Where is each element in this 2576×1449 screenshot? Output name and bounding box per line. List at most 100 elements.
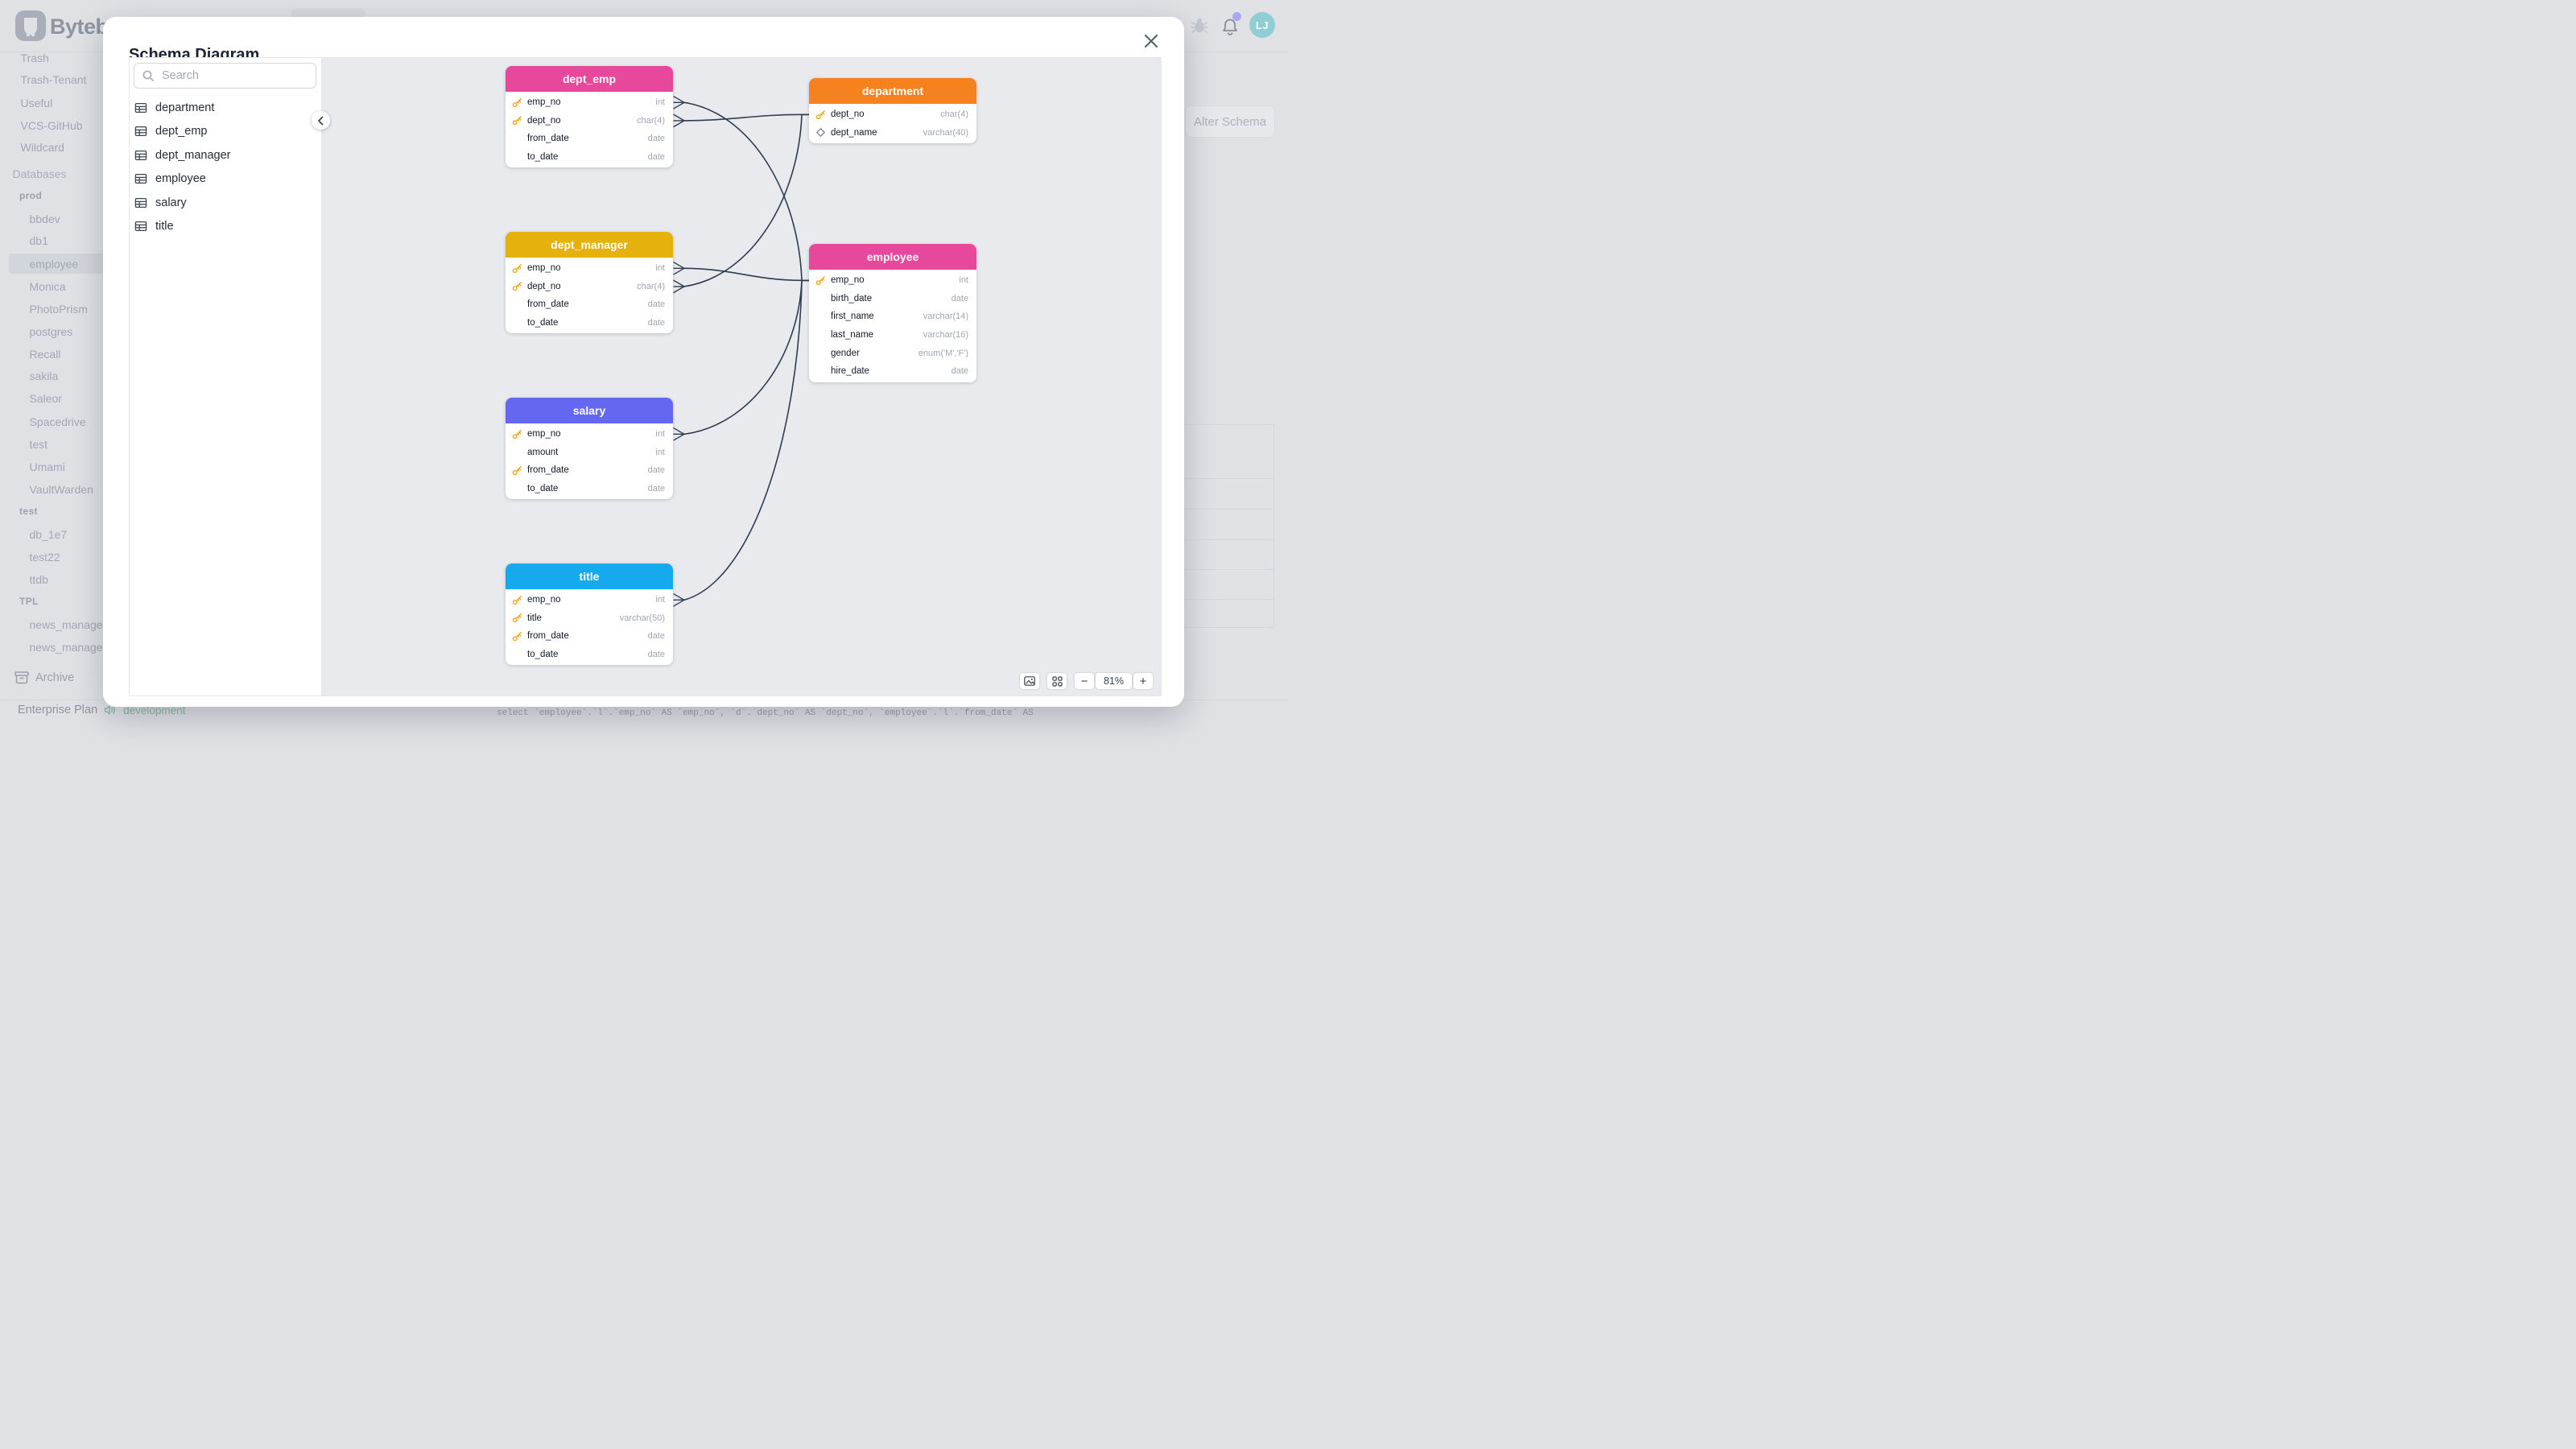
table-card-header: salary xyxy=(506,398,673,423)
primary-key-icon xyxy=(815,275,825,285)
table-name: title xyxy=(155,220,174,233)
field-row-title: title varchar(50) xyxy=(506,609,673,628)
table-list-item-dept_emp[interactable]: dept_emp xyxy=(130,120,321,144)
field-name: dept_no xyxy=(831,109,865,120)
table-list-item-department[interactable]: department xyxy=(130,96,321,120)
sidebar-item-monica[interactable]: Monica xyxy=(29,279,66,293)
sidebar-item-news_manage[interactable]: news_manage xyxy=(29,617,103,631)
field-type: varchar(16) xyxy=(923,330,968,341)
bug-icon[interactable] xyxy=(1191,17,1208,35)
sidebar-item-umami[interactable]: Umami xyxy=(29,460,65,474)
plan-label: Enterprise Plan xyxy=(18,704,98,716)
environment-label: development xyxy=(123,704,186,716)
table-list-item-dept_manager[interactable]: dept_manager xyxy=(130,143,321,167)
sidebar-item-ttdb[interactable]: ttdb xyxy=(29,572,48,586)
sidebar-item-saleor[interactable]: Saleor xyxy=(29,392,62,406)
sidebar-item-employee[interactable]: employee xyxy=(29,257,79,270)
sql-preview-text: select `employee`.`l`.`emp_no` AS `emp_n… xyxy=(497,708,1034,718)
table-list-item-salary[interactable]: salary xyxy=(130,191,321,215)
search-input[interactable] xyxy=(160,68,300,83)
sidebar-item-wildcard[interactable]: Wildcard xyxy=(20,141,64,155)
primary-key-icon xyxy=(512,632,522,642)
archive-box-icon xyxy=(14,671,29,684)
table-name: employee xyxy=(155,172,206,186)
sidebar-item-test[interactable]: test xyxy=(29,438,48,452)
field-type: date xyxy=(647,484,665,494)
close-icon[interactable] xyxy=(1142,32,1160,50)
bg-row-divider xyxy=(1184,539,1274,540)
sidebar-item-photoprism[interactable]: PhotoPrism xyxy=(29,302,88,316)
bytebase-logo-icon xyxy=(15,10,46,41)
field-type: date xyxy=(951,293,968,303)
avatar[interactable]: LJ xyxy=(1249,12,1275,38)
bg-row-divider xyxy=(1184,509,1274,510)
bg-row-divider xyxy=(1184,424,1274,425)
field-name: emp_no xyxy=(527,429,561,440)
field-name: from_date xyxy=(527,299,569,310)
primary-key-icon xyxy=(512,97,522,107)
sidebar-item-trash-tenant[interactable]: Trash-Tenant xyxy=(20,73,87,87)
search-box xyxy=(134,63,316,89)
sidebar-item-sakila[interactable]: sakila xyxy=(29,369,59,383)
relation-lines xyxy=(673,96,809,607)
sidebar-item-spacedrive[interactable]: Spacedrive xyxy=(29,415,86,428)
export-image-button[interactable] xyxy=(1020,673,1039,689)
field-icon-spacer xyxy=(512,447,522,457)
bg-row-divider xyxy=(1184,569,1274,570)
sidebar-item-db_1e7[interactable]: db_1e7 xyxy=(29,527,68,541)
field-name: emp_no xyxy=(527,595,561,605)
sidebar-item-trash[interactable]: Trash xyxy=(20,51,49,64)
table-list-item-title[interactable]: title xyxy=(130,215,321,239)
bg-row-divider xyxy=(1184,478,1274,479)
field-icon-spacer xyxy=(512,484,522,494)
sidebar-item-db1[interactable]: db1 xyxy=(29,234,48,248)
sidebar-item-recall[interactable]: Recall xyxy=(29,347,61,361)
sidebar-item-test22[interactable]: test22 xyxy=(29,550,60,564)
field-type: date xyxy=(647,631,665,642)
speaker-icon xyxy=(104,705,115,715)
sidebar-item-vaultwarden[interactable]: VaultWarden xyxy=(29,482,93,496)
alter-schema-button[interactable]: Alter Schema xyxy=(1185,105,1275,138)
sidebar-item-news_manage[interactable]: news_manage xyxy=(29,640,103,654)
primary-key-icon xyxy=(512,282,522,291)
field-type: varchar(14) xyxy=(923,312,968,322)
primary-key-icon xyxy=(512,263,522,273)
collapse-panel-button[interactable] xyxy=(312,111,330,130)
sidebar-item-vcs-github[interactable]: VCS-GitHub xyxy=(20,118,83,132)
field-name: title xyxy=(527,613,542,623)
field-name: to_date xyxy=(527,484,559,494)
field-type: varchar(50) xyxy=(619,613,665,623)
sidebar-item-archive[interactable]: Archive xyxy=(14,671,74,684)
sidebar-item-useful[interactable]: Useful xyxy=(20,96,53,109)
table-list-item-employee[interactable]: employee xyxy=(130,167,321,192)
auto-layout-button[interactable] xyxy=(1047,673,1067,689)
sidebar-item-postgres[interactable]: postgres xyxy=(29,324,73,338)
field-name: from_date xyxy=(527,465,569,476)
zoom-out-button[interactable]: − xyxy=(1075,673,1094,689)
bell-icon[interactable] xyxy=(1220,17,1240,36)
zoom-in-button[interactable]: + xyxy=(1133,673,1153,689)
field-name: emp_no xyxy=(527,97,561,108)
field-type: date xyxy=(647,465,665,476)
primary-key-icon xyxy=(512,429,522,439)
table-icon xyxy=(134,102,147,113)
sidebar-item-bbdev[interactable]: bbdev xyxy=(29,212,60,225)
field-name: last_name xyxy=(831,330,874,341)
